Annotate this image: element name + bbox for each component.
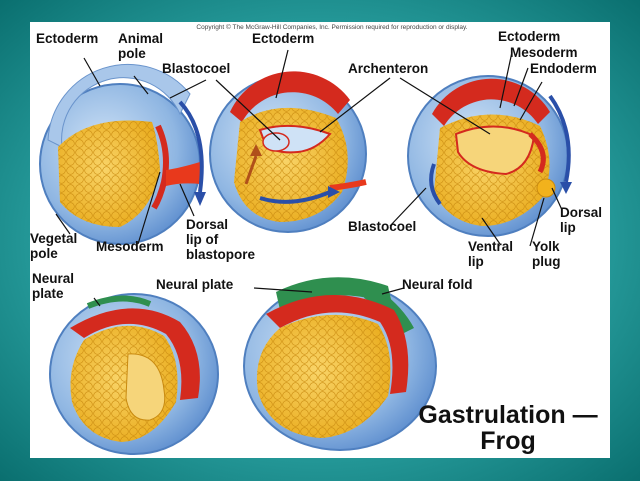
label-neural-fold: Neural fold <box>402 277 473 292</box>
label-animal-pole-1: Animal <box>118 31 164 46</box>
embryo-stage-3 <box>407 75 572 237</box>
label-mesoderm-1: Mesoderm <box>96 239 164 254</box>
copyright-notice: Copyright © The McGraw-Hill Companies, I… <box>196 24 468 31</box>
label-yolk-plug-1: Yolk <box>532 239 560 254</box>
leader-lines <box>55 49 563 307</box>
label-neural-plate-1: Neural <box>32 271 75 286</box>
embryo-illustrations <box>39 49 572 455</box>
label-ectoderm-1: Ectoderm <box>36 31 99 46</box>
label-vegetal-pole-2: pole <box>30 246 58 261</box>
embryo-stage-5 <box>243 277 437 451</box>
label-ectoderm-3: Ectoderm <box>498 29 561 44</box>
label-yolk-plug-2: plug <box>532 254 561 269</box>
label-blastocoel-2: Blastocoel <box>348 219 417 234</box>
label-dorsal-lip-1: Dorsal <box>186 217 229 232</box>
label-dorsal-lip-2: lip of <box>186 232 219 247</box>
embryo-stage-4 <box>49 293 219 455</box>
title-line-2: Frog <box>480 427 536 455</box>
label-vegetal-pole-1: Vegetal <box>30 231 78 246</box>
label-dorsal-lip-3: blastopore <box>186 247 256 262</box>
label-ectoderm-2: Ectoderm <box>252 31 315 46</box>
label-animal-pole-2: pole <box>118 46 146 61</box>
label-mesoderm-3: Mesoderm <box>510 45 578 60</box>
embryo-stage-1 <box>39 63 206 245</box>
embryo-stage-2 <box>209 71 367 233</box>
label-dorsal-lip-3a: Dorsal <box>560 205 603 220</box>
label-neural-plate-2: plate <box>32 286 64 301</box>
label-ventral-lip-2: lip <box>468 254 484 269</box>
label-ventral-lip-1: Ventral <box>468 239 514 254</box>
label-blastocoel-1: Blastocoel <box>162 61 231 76</box>
label-archenteron: Archenteron <box>348 61 429 76</box>
label-dorsal-lip-3b: lip <box>560 220 576 235</box>
label-neural-plate-b: Neural plate <box>156 277 234 292</box>
title-line-1: Gastrulation — <box>418 401 598 429</box>
label-endoderm-3: Endoderm <box>530 61 597 76</box>
diagram-panel: Copyright © The McGraw-Hill Companies, I… <box>30 22 610 458</box>
